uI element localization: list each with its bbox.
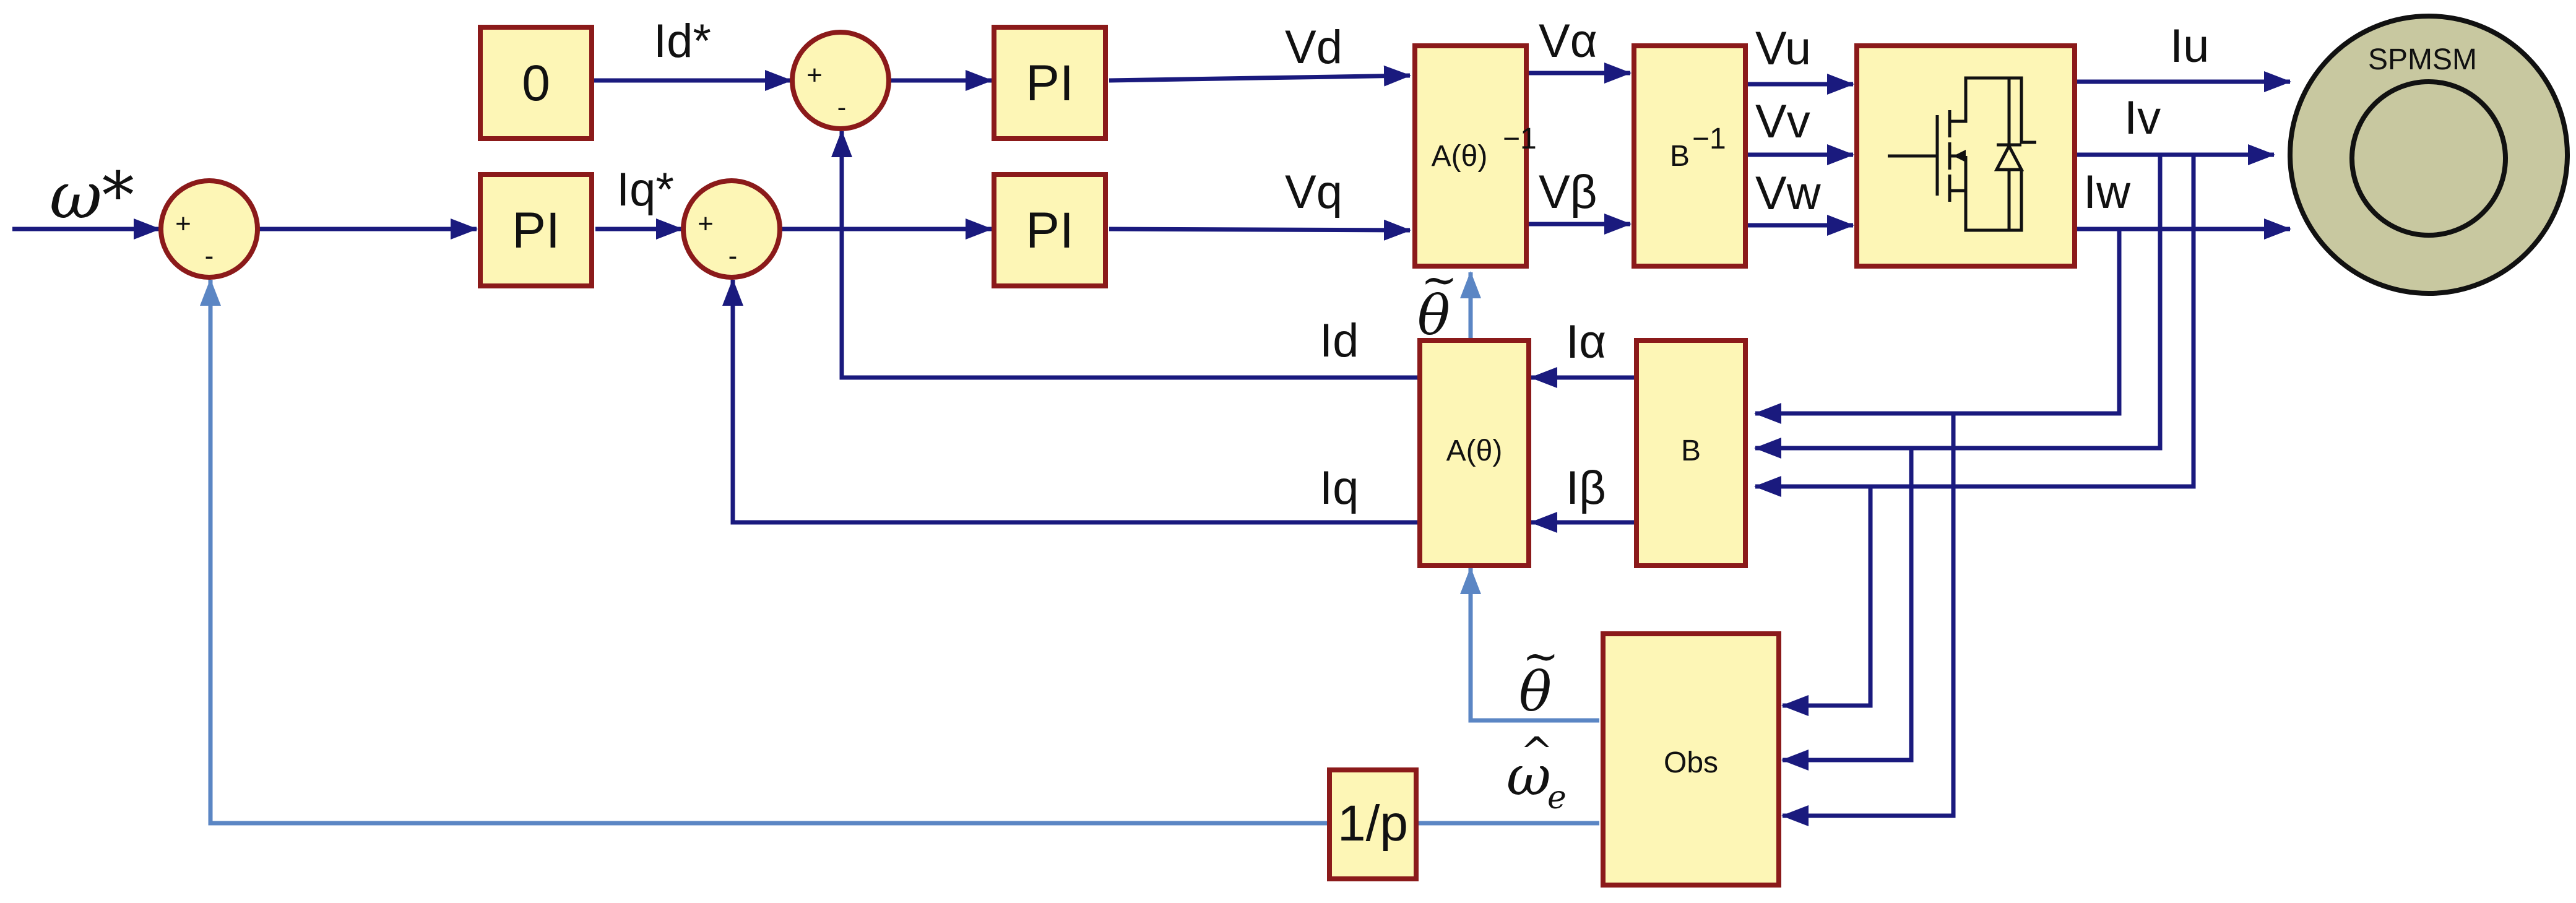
label-vw: Vw (1755, 167, 1822, 220)
svg-text:~: ~ (1523, 631, 1559, 681)
label-i-alpha: Iα (1566, 316, 1606, 368)
label-theta-obs: θ ~ (1519, 631, 1559, 724)
mosfet-icon (1888, 76, 2036, 232)
svg-text:θ: θ (1417, 283, 1450, 347)
inverse-clarke-exponent: −1 (1692, 123, 1726, 155)
observer-block: Obs (1601, 631, 1781, 888)
motor-label: SPMSM (2368, 43, 2477, 76)
inverse-park-block: A(θ) −1 (1412, 43, 1537, 269)
zero-block: 0 (478, 25, 594, 141)
integrator-block: 1/p (1327, 767, 1419, 881)
wire-iq-feedback (722, 279, 1417, 525)
d-summer-plus: + (806, 60, 823, 90)
inverse-clarke-block: B −1 (1632, 43, 1748, 269)
inverse-park-exponent: −1 (1503, 123, 1537, 155)
pi-q-label: PI (1026, 202, 1073, 259)
pi-speed-label: PI (512, 202, 560, 259)
label-iq: Iq (1320, 462, 1359, 514)
label-id: Id (1320, 314, 1359, 367)
label-vv: Vv (1755, 95, 1810, 148)
label-iv: Iv (2124, 92, 2161, 144)
label-vq: Vq (1285, 166, 1342, 218)
wire-id-feedback (831, 130, 1417, 380)
speed-summer-minus: - (205, 241, 214, 271)
inverse-clarke-label: B (1670, 140, 1690, 173)
d-summer: + - (790, 30, 891, 131)
observer-label: Obs (1664, 746, 1718, 779)
svg-text:θ: θ (1519, 660, 1552, 724)
wire-speed-feedback (200, 279, 1331, 826)
speed-summer-plus: + (175, 209, 191, 239)
label-omega-est: ω ^ e (1506, 729, 1567, 816)
label-iw: Iw (2083, 166, 2131, 218)
label-theta-top: θ ~ (1417, 254, 1458, 347)
wire-tap-iw-b (1754, 229, 2122, 424)
wire-vd (1109, 65, 1411, 87)
wire-tap-obs-3 (1781, 413, 1956, 826)
wire-vq (1109, 219, 1411, 241)
inverse-park-label: A(θ) (1432, 140, 1488, 173)
pi-d-block: PI (992, 25, 1108, 141)
motor-spmsm: SPMSM (2288, 14, 2570, 296)
label-iu: Iu (2170, 20, 2209, 72)
svg-text:~: ~ (1421, 254, 1458, 305)
label-v-beta: Vβ (1539, 166, 1597, 218)
q-summer-minus: - (728, 241, 738, 271)
label-vu: Vu (1755, 22, 1811, 75)
q-summer: + - (681, 178, 782, 280)
wire-tap-iu-b (1754, 155, 2196, 497)
park-label: A(θ) (1446, 434, 1503, 467)
clarke-block: B (1634, 338, 1748, 568)
integrator-label: 1/p (1338, 795, 1408, 852)
pi-q-block: PI (992, 172, 1108, 288)
label-v-alpha: Vα (1539, 15, 1597, 67)
label-id-ref: Id* (654, 15, 711, 67)
label-i-beta: Iβ (1566, 462, 1606, 514)
wire-theta-to-park (1460, 567, 1599, 723)
label-vd: Vd (1285, 21, 1342, 74)
svg-text:^: ^ (1520, 729, 1554, 775)
pi-d-label: PI (1026, 55, 1073, 111)
wire-tap-obs-2 (1781, 448, 1914, 771)
pi-speed-block: PI (478, 172, 594, 288)
q-summer-plus: + (698, 209, 714, 239)
speed-summer: + - (158, 178, 260, 280)
d-summer-minus: - (837, 92, 847, 123)
clarke-label: B (1681, 434, 1701, 467)
svg-text:e: e (1547, 779, 1567, 816)
label-omega-ref: ω* (50, 158, 134, 233)
park-block: A(θ) (1417, 338, 1531, 568)
svg-text:ω: ω (1506, 744, 1551, 808)
label-iq-ref: Iq* (616, 163, 674, 216)
inverter-block (1854, 43, 2077, 269)
wire-tap-iv-b (1754, 155, 2163, 459)
zero-label: 0 (522, 55, 550, 111)
wire-tap-obs-1 (1781, 486, 1873, 716)
